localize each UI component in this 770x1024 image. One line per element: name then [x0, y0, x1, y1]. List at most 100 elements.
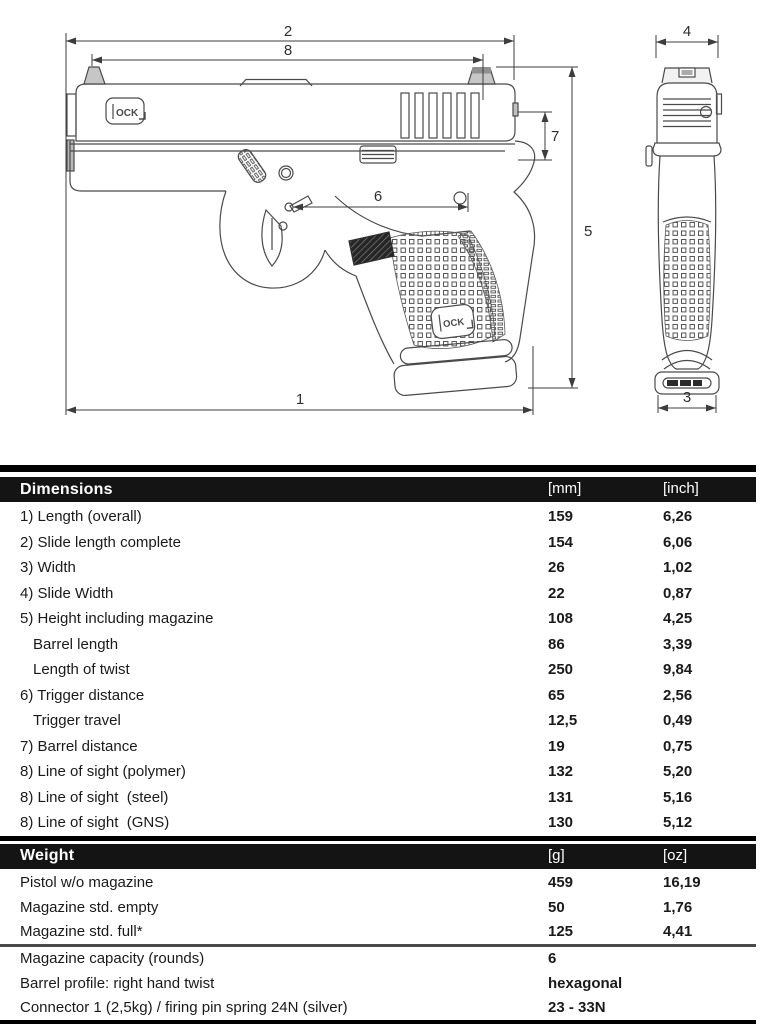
- slide-rear-serrations: [663, 98, 711, 128]
- spec-label: 7) Barrel distance: [20, 737, 138, 755]
- spec-value-secondary: 6,26: [663, 508, 693, 526]
- rear-sight-cap: [472, 68, 491, 74]
- spec-label: Connector 1 (2,5kg) / firing pin spring …: [20, 999, 348, 1017]
- spec-value-primary: 23 - 33N: [548, 999, 606, 1017]
- side-view-drawing: OCK: [66, 66, 536, 397]
- rear-sight-notch-inner: [681, 70, 693, 75]
- spec-value-primary: 108: [548, 610, 574, 628]
- callout-8: 8: [284, 42, 292, 59]
- side-view-dimensions: [65, 33, 578, 415]
- striker-tab: [512, 102, 519, 117]
- table-bottom-rule: [0, 1019, 756, 1024]
- unit-column-header-inch: [inch]: [663, 480, 699, 497]
- spec-value-secondary: 6,06: [663, 533, 693, 551]
- spec-label: 2) Slide length complete: [20, 533, 181, 551]
- spec-value-secondary: 3,39: [663, 635, 693, 653]
- trigger-pin: [284, 202, 294, 212]
- grip-shoulder-line: [334, 195, 471, 237]
- spec-label: Length of twist: [33, 661, 130, 679]
- callout-4: 4: [683, 23, 691, 40]
- spec-label: Barrel profile: right hand twist: [20, 974, 215, 992]
- dimensions-rows: 1) Length (overall) 159 6,26 2) Slide le…: [0, 504, 756, 836]
- spec-value-primary: 459: [548, 874, 574, 892]
- callout-3: 3: [683, 389, 691, 406]
- slide-outline: [75, 83, 516, 142]
- glock-logo-grip: OCK: [430, 303, 476, 340]
- table-row: 4) Slide Width 22 0,87: [0, 581, 756, 607]
- table-row: 5) Height including magazine 108 4,25: [0, 606, 756, 632]
- unit-column-header-oz: [oz]: [663, 846, 688, 864]
- slide-stop-tab-front: [645, 145, 653, 167]
- spec-value-primary: 125: [548, 922, 574, 940]
- muzzle-face: [66, 93, 77, 137]
- table-row: Connector 1 (2,5kg) / firing pin spring …: [0, 995, 756, 1019]
- front-view-drawing: [645, 67, 723, 395]
- callout-2: 2: [284, 23, 292, 40]
- spec-label: 4) Slide Width: [20, 584, 114, 602]
- grip-texture-front: [663, 220, 711, 341]
- spec-value-primary: 19: [548, 737, 565, 755]
- slide-serrations: [400, 92, 480, 139]
- magazine-release: [348, 231, 395, 266]
- table-row: Magazine std. full* 125 4,41: [0, 919, 756, 943]
- spec-value-primary: 159: [548, 508, 574, 526]
- spec-value-primary: 65: [548, 686, 565, 704]
- table-mid-rule: [0, 943, 756, 947]
- spec-value-secondary: 4,41: [663, 922, 693, 940]
- section-title: Dimensions: [20, 480, 113, 498]
- rear-frame-pin: [453, 191, 467, 205]
- spec-value-secondary: 5,20: [663, 763, 693, 781]
- table-row: 8) Line of sight (steel) 131 5,16: [0, 785, 756, 811]
- front-strap: [324, 249, 395, 365]
- spec-value-secondary: 4,25: [663, 610, 693, 628]
- spec-label: Magazine capacity (rounds): [20, 950, 205, 968]
- spec-label: Pistol w/o magazine: [20, 874, 154, 892]
- unit-column-header-mm: [mm]: [548, 480, 582, 497]
- trigger-guard-outer: [219, 190, 326, 289]
- front-view-callout-labels: 4 3: [683, 23, 691, 406]
- spec-label: Trigger travel: [33, 712, 121, 730]
- grip-top-curve: [662, 216, 712, 223]
- spec-value-primary: 6: [548, 950, 557, 968]
- spec-value-secondary: 5,16: [663, 788, 693, 806]
- table-top-rule: [0, 465, 756, 472]
- glock-logo-slide: OCK: [105, 97, 146, 125]
- spec-value-primary: 154: [548, 533, 574, 551]
- table-row: 8) Line of sight (GNS) 130 5,12: [0, 810, 756, 836]
- weight-section: Weight [g] [oz] Pistol w/o magazine 459 …: [0, 835, 756, 944]
- spec-value-primary: 22: [548, 584, 565, 602]
- spec-value-secondary: 0,75: [663, 737, 693, 755]
- spec-value-primary: 131: [548, 788, 574, 806]
- table-row: Trigger travel 12,5 0,49: [0, 708, 756, 734]
- spec-label: 5) Height including magazine: [20, 610, 214, 628]
- table-row: 2) Slide length complete 154 6,06: [0, 530, 756, 556]
- spec-value-secondary: 0,49: [663, 712, 693, 730]
- table-row: 6) Trigger distance 65 2,56: [0, 683, 756, 709]
- spec-value-primary: hexagonal: [548, 974, 623, 992]
- floor-plate-mark: [693, 380, 702, 386]
- spec-label: Magazine std. empty: [20, 898, 159, 916]
- spec-value-primary: 250: [548, 661, 574, 679]
- takedown-lever: [237, 148, 267, 184]
- table-row: Magazine capacity (rounds) 6: [0, 947, 756, 971]
- glock-logo-grip-text: OCK: [443, 317, 465, 331]
- table-row: Pistol w/o magazine 459 16,19: [0, 871, 756, 895]
- table-row: Length of twist 250 9,84: [0, 657, 756, 683]
- side-view-callout-labels: 2 8 5 7 6 1: [284, 23, 593, 408]
- dust-cover: [69, 141, 226, 192]
- slide-rear-outline: [656, 82, 718, 143]
- dimensions-section: Dimensions [mm] [inch] 1) Length (overal…: [0, 477, 756, 836]
- slide-stop-lever: [359, 145, 397, 164]
- frame-flange: [652, 142, 722, 157]
- spec-value-primary: 86: [548, 635, 565, 653]
- spec-value-primary: 132: [548, 763, 574, 781]
- spec-label: 1) Length (overall): [20, 508, 142, 526]
- table-row: Barrel profile: right hand twist hexagon…: [0, 971, 756, 995]
- dimensions-header: Dimensions [mm] [inch]: [0, 477, 756, 502]
- spec-label: 8) Line of sight (steel): [20, 788, 169, 806]
- table-row: 1) Length (overall) 159 6,26: [0, 504, 756, 530]
- spec-value-secondary: 16,19: [663, 874, 701, 892]
- spec-value-secondary: 1,76: [663, 898, 693, 916]
- spec-label: 3) Width: [20, 559, 76, 577]
